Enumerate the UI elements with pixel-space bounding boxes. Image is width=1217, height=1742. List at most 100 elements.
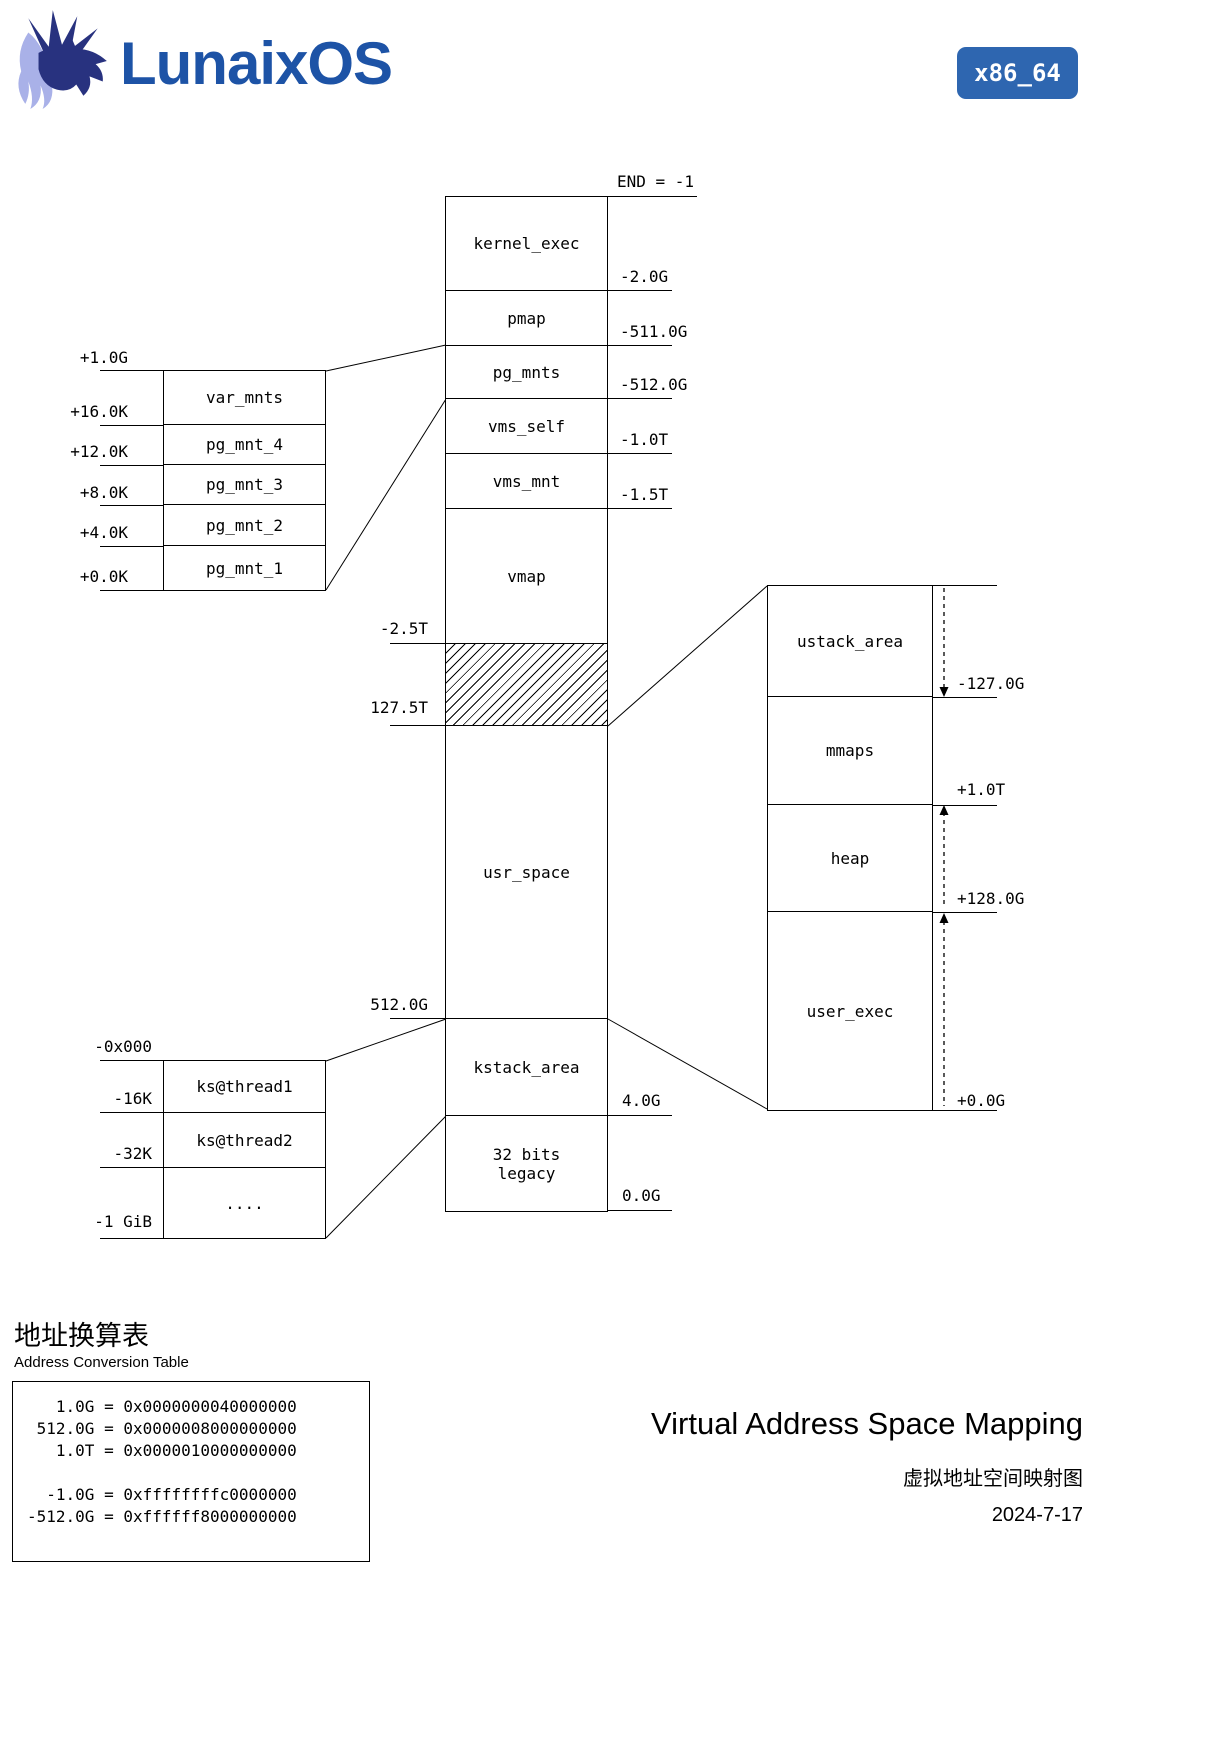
tick-label: -1.0T bbox=[620, 430, 669, 449]
tick-label: 4.0G bbox=[622, 1091, 661, 1110]
row-label: ks@thread1 bbox=[196, 1077, 293, 1096]
segment-vms-self: vms_self bbox=[446, 399, 607, 454]
tick-line bbox=[100, 1238, 163, 1239]
row-ustack-area: ustack_area bbox=[768, 586, 932, 697]
tick-label: 0.0G bbox=[622, 1186, 661, 1205]
segment-pg-mnts: pg_mnts bbox=[446, 346, 607, 399]
tick-label: -32K bbox=[113, 1144, 152, 1163]
segment-usr-space: usr_space bbox=[446, 726, 607, 1019]
row-label: .... bbox=[225, 1193, 264, 1213]
tick-line bbox=[100, 546, 163, 547]
tick-label: +1.0T bbox=[957, 780, 1006, 799]
tick-label: 512.0G bbox=[370, 995, 428, 1014]
tick-label: +0.0G bbox=[957, 1091, 1006, 1110]
tick-label: +4.0K bbox=[79, 523, 128, 542]
segment-label: vmap bbox=[507, 566, 546, 586]
row-label: ks@thread2 bbox=[196, 1130, 293, 1150]
row-pg-mnt-4: pg_mnt_4 bbox=[164, 425, 325, 465]
segment-pmap: pmap bbox=[446, 291, 607, 346]
tick-line bbox=[100, 465, 163, 466]
row-label: heap bbox=[830, 848, 870, 868]
conversion-row: 1.0G = 0x0000000040000000 bbox=[27, 1397, 297, 1416]
conversion-row: -512.0G = 0xffffff8000000000 bbox=[27, 1507, 297, 1526]
tick-label: +8.0K bbox=[79, 483, 128, 502]
conversion-table: 1.0G = 0x0000000040000000 512.0G = 0x000… bbox=[12, 1381, 370, 1562]
tick-line bbox=[390, 643, 445, 644]
segment-label: kstack_area bbox=[473, 1057, 580, 1077]
tick-line bbox=[100, 1167, 163, 1168]
segment-kernel-exec: kernel_exec bbox=[446, 197, 607, 291]
arch-badge: x86_64 bbox=[957, 47, 1078, 99]
tick-line bbox=[608, 196, 697, 197]
tick-line bbox=[608, 508, 672, 509]
luna-pony-mascot-icon bbox=[18, 10, 107, 109]
row-label: pg_mnt_3 bbox=[205, 475, 284, 494]
tick-line bbox=[608, 290, 672, 291]
tick-label: -512.0G bbox=[620, 375, 688, 394]
tick-line bbox=[933, 585, 997, 586]
tick-line bbox=[100, 425, 163, 426]
tick-label: -2.0G bbox=[620, 267, 669, 286]
tick-label: +128.0G bbox=[957, 889, 1025, 908]
row-label: pg_mnt_2 bbox=[205, 515, 284, 535]
segment-label: vms_mnt bbox=[492, 471, 561, 491]
title-block: Virtual Address Space Mapping 虚拟地址空间映射图 … bbox=[651, 1406, 1083, 1527]
conversion-row-spacer bbox=[27, 1462, 369, 1484]
tick-line bbox=[933, 1110, 997, 1111]
tick-label: -511.0G bbox=[620, 322, 688, 341]
end-address-label: END = -1 bbox=[617, 172, 695, 191]
conversion-row: 512.0G = 0x0000008000000000 bbox=[27, 1419, 297, 1438]
segment-32bits-legacy: 32 bits legacy bbox=[446, 1116, 607, 1211]
tick-label: +1.0G bbox=[79, 348, 128, 367]
tick-label: -2.5T bbox=[379, 619, 428, 638]
tick-line bbox=[608, 345, 672, 346]
row-ks-thread1: ks@thread1 bbox=[164, 1061, 325, 1113]
segment-label: vms_self bbox=[487, 416, 566, 436]
pg-mnt-detail-box: var_mnts pg_mnt_4 pg_mnt_3 pg_mnt_2 pg_m… bbox=[163, 370, 326, 591]
row-ks-more: .... bbox=[164, 1168, 325, 1238]
tick-label: -0x000 bbox=[94, 1037, 152, 1056]
conversion-table-heading-en: Address Conversion Table bbox=[14, 1354, 189, 1371]
row-label: user_exec bbox=[806, 1001, 894, 1021]
segment-label: pg_mnts bbox=[492, 362, 561, 382]
tick-label: +0.0K bbox=[79, 567, 128, 586]
tick-line bbox=[608, 398, 672, 399]
row-pg-mnt-3: pg_mnt_3 bbox=[164, 465, 325, 505]
row-label: mmaps bbox=[825, 741, 875, 760]
tick-label: -1.5T bbox=[620, 485, 669, 504]
tick-line bbox=[100, 505, 163, 506]
tick-line bbox=[390, 1018, 445, 1019]
row-user-exec: user_exec bbox=[768, 912, 932, 1110]
row-label: pg_mnt_4 bbox=[205, 435, 284, 454]
segment-label: legacy bbox=[497, 1163, 556, 1183]
tick-label: +12.0K bbox=[70, 442, 128, 461]
conversion-row: 1.0T = 0x0000010000000000 bbox=[27, 1441, 297, 1460]
tick-line bbox=[100, 590, 163, 591]
tick-line bbox=[608, 1210, 672, 1211]
user-space-detail-box: ustack_area mmaps heap user_exec bbox=[767, 585, 933, 1111]
tick-label: -16K bbox=[113, 1089, 152, 1108]
segment-vms-mnt: vms_mnt bbox=[446, 454, 607, 509]
row-var-mnts: var_mnts bbox=[164, 371, 325, 425]
row-label: ustack_area bbox=[797, 631, 903, 651]
tick-label: -127.0G bbox=[957, 674, 1025, 693]
tick-line bbox=[100, 1112, 163, 1113]
tick-line bbox=[933, 697, 997, 698]
segment-non-canonical-hatched bbox=[446, 644, 607, 726]
tick-line bbox=[100, 370, 163, 371]
tick-line bbox=[933, 805, 997, 806]
segment-kstack-area: kstack_area bbox=[446, 1019, 607, 1116]
kstack-detail-box: ks@thread1 ks@thread2 .... bbox=[163, 1060, 326, 1239]
segment-label: usr_space bbox=[483, 862, 570, 882]
segment-label: kernel_exec bbox=[473, 234, 580, 253]
row-pg-mnt-1: pg_mnt_1 bbox=[164, 546, 325, 590]
memory-map-column: kernel_exec pmap pg_mnts vms_self vms_mn… bbox=[445, 196, 608, 1212]
row-heap: heap bbox=[768, 805, 932, 912]
diagram-date: 2024-7-17 bbox=[991, 1504, 1083, 1526]
row-label: pg_mnt_1 bbox=[205, 558, 284, 578]
logo: LunaixOS bbox=[12, 6, 393, 110]
tick-line bbox=[608, 1115, 672, 1116]
segment-label: 32 bits bbox=[492, 1144, 561, 1164]
diagram-subtitle-cn: 虚拟地址空间映射图 bbox=[903, 1468, 1083, 1490]
